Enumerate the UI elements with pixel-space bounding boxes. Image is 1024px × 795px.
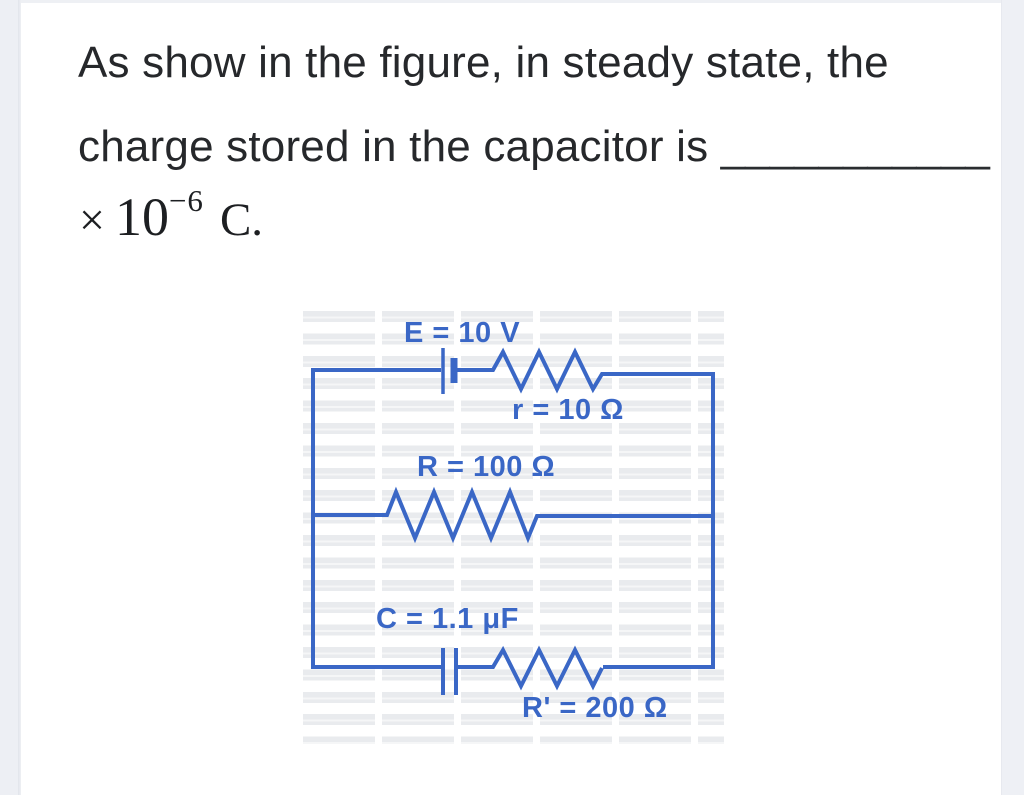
answer-blank: ___________ bbox=[720, 122, 990, 171]
top-divider bbox=[21, 0, 1001, 3]
right-scroll-gutter[interactable] bbox=[1001, 0, 1024, 795]
resistor-r-symbol bbox=[457, 347, 715, 669]
resistor-Rprime-symbol bbox=[457, 645, 604, 691]
power-base: 10 bbox=[114, 187, 169, 247]
resistor-R-symbol bbox=[313, 486, 713, 544]
circuit-diagram bbox=[311, 347, 715, 695]
multiplication-sign: × bbox=[79, 194, 105, 245]
circuit-wires-left bbox=[311, 368, 441, 669]
power-exponent: −6 bbox=[168, 183, 204, 218]
question-text-line-2: charge stored in the capacitor is ______… bbox=[78, 122, 990, 173]
left-scroll-gutter[interactable] bbox=[0, 0, 18, 795]
left-gutter-divider bbox=[18, 0, 21, 795]
emf-label: E = 10 V bbox=[404, 317, 521, 349]
unit-coulomb: C. bbox=[219, 194, 264, 246]
question-text-line-1: As show in the figure, in steady state, … bbox=[78, 38, 889, 87]
math-expression: ×10−6 C. bbox=[79, 183, 264, 248]
question-text-line-2-prefix: charge stored in the capacitor is bbox=[78, 122, 709, 171]
capacitor-label: C = 1.1 μF bbox=[376, 603, 519, 635]
watermark-background bbox=[296, 306, 724, 744]
resistor-label: R = 100 Ω bbox=[417, 451, 556, 483]
capacitor-plates bbox=[441, 648, 458, 695]
internal-resistance-label: r = 10 Ω bbox=[512, 394, 624, 426]
second-resistor-label: R' = 200 Ω bbox=[522, 692, 668, 724]
